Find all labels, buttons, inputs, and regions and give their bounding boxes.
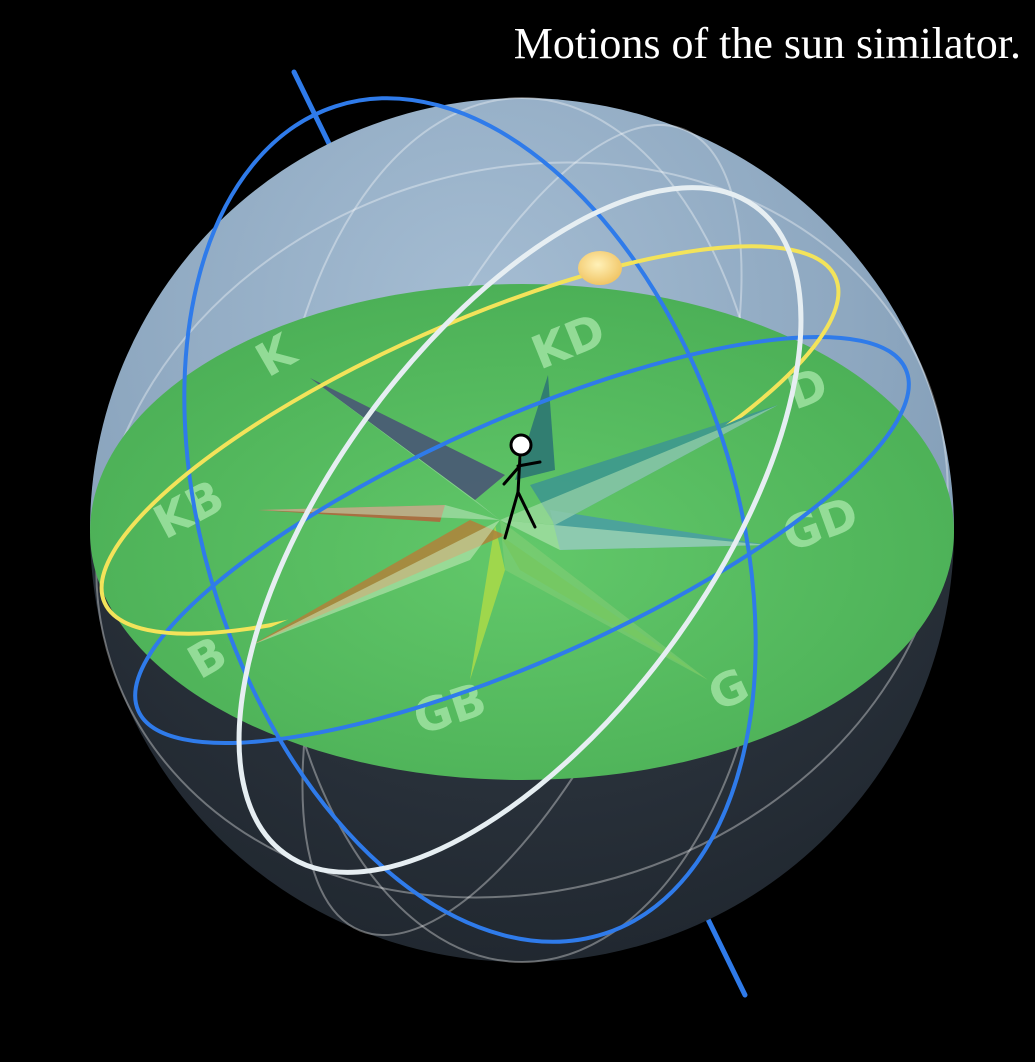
observer-figure — [502, 433, 542, 540]
compass-rose — [252, 375, 778, 680]
page-title: Motions of the sun similator. — [513, 19, 1021, 68]
sun-path — [236, 185, 804, 875]
compass-point-gb — [470, 525, 505, 680]
compass-point-k — [310, 378, 505, 500]
celestial-equator — [133, 335, 911, 745]
meridian-ring — [182, 96, 758, 944]
sun — [578, 251, 622, 285]
compass-point-g — [500, 535, 708, 680]
horizon-plane — [90, 284, 954, 780]
